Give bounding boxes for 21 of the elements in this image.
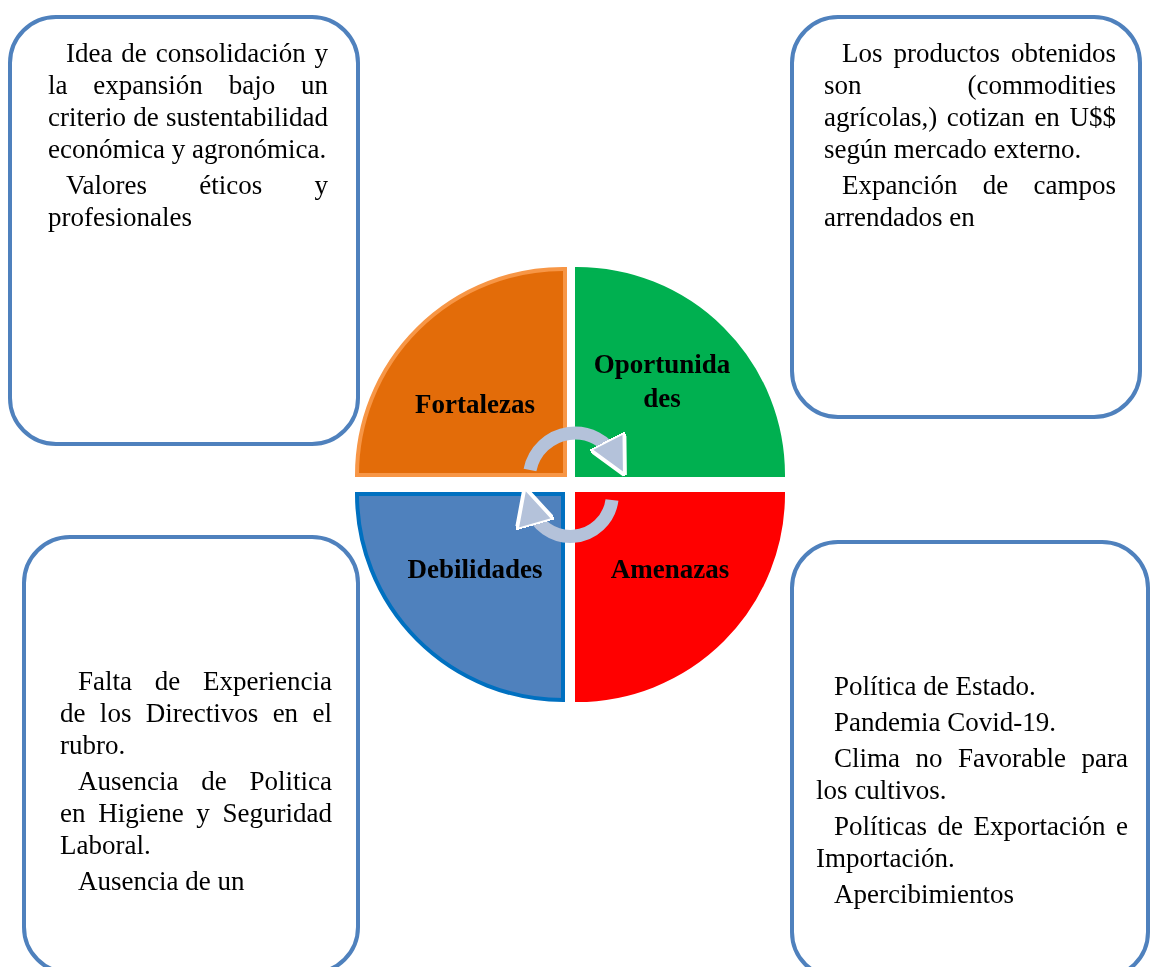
text-box (790, 15, 1142, 419)
paragraph: Valores éticos y profesionales (48, 169, 328, 233)
cycle-arrow (523, 426, 628, 477)
quadrant-title: Amenazas (609, 553, 731, 586)
paragraph: Falta de Experiencia de los Directivos en el rubro. (60, 665, 332, 761)
paragraph: Ausencia de Politica en Higiene y Seguridad Laboral. (60, 765, 332, 861)
text-box (790, 540, 1150, 967)
paragraph: Pandemia Covid-19. (833, 706, 1057, 738)
paragraph: Ausencia de un (77, 865, 246, 897)
paragraph: Idea de consolidación y la expansión bajo un criterio de sustentabilidad económica y agronómica. (48, 37, 328, 165)
paragraph: Política de Estado. (833, 670, 1037, 702)
text-box (8, 15, 360, 446)
paragraph: Los productos obtenidos son (commodities agrícolas,) cotizan en U$$ según mercado externo. (824, 37, 1116, 165)
paragraph: Expanción de campos arrendados en (824, 169, 1116, 233)
paragraph: Políticas de Exportación e Importación. (816, 810, 1128, 874)
paragraph: Apercibimientos (833, 878, 1015, 910)
quadrant-title: Oportunidades (592, 348, 732, 415)
paragraph: Clima no Favorable para los cultivos. (816, 742, 1128, 806)
text-box (22, 535, 360, 967)
quadrant-title: Debilidades (406, 553, 544, 586)
quadrant-title: Fortalezas (414, 388, 536, 421)
